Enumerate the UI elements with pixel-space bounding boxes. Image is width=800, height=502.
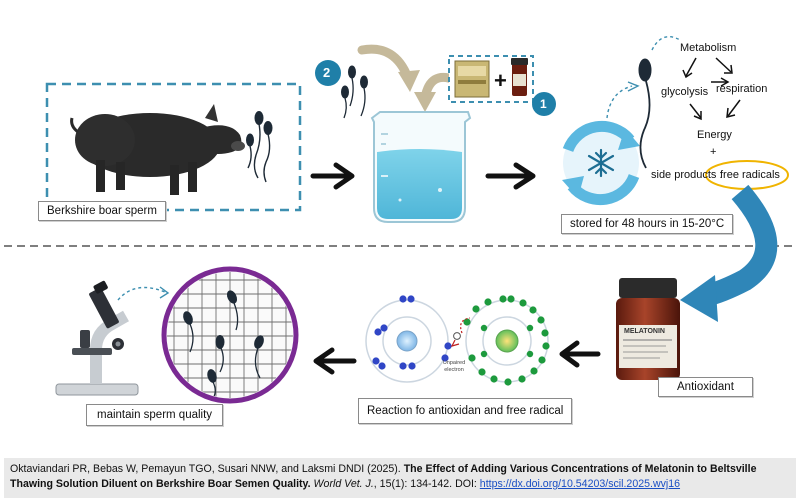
step2-badge-circle (315, 60, 341, 86)
step2-badge-number: 2 (323, 65, 331, 80)
dotted-connector-microscope-head (159, 286, 170, 299)
berkshire-pig-icon (70, 104, 245, 195)
metabolism-energy: Energy (697, 129, 732, 141)
sperm-group-step2 (341, 65, 368, 119)
diagram-svg (4, 36, 796, 404)
antioxidant-vial-icon (616, 278, 680, 380)
big-curved-arrow-head (680, 275, 718, 322)
arrow-reaction-to-microscope (313, 347, 357, 375)
small-vial-sticker (513, 74, 526, 86)
curved-arrow-melatonin-head (414, 92, 436, 112)
microscope-icon (55, 280, 139, 396)
diluent-package-band (458, 66, 486, 76)
curved-arrow-sperm-head (398, 70, 420, 92)
arrow-beaker-to-storage (485, 162, 536, 190)
antioxidant-atom (365, 295, 452, 383)
free-radical-atom (450, 295, 550, 386)
dotted-connector-head (627, 81, 640, 92)
cold-storage-icon (562, 120, 640, 206)
metabolism-glycolysis: glycolysis (661, 86, 709, 98)
metabolism-plus: + (710, 146, 717, 158)
label-antioxidant: Antioxidant (658, 377, 753, 397)
citation-volume: , 15(1): 134-142. DOI: (373, 478, 477, 490)
metabolism-arrows (682, 57, 741, 121)
arrow-pig-to-beaker (310, 162, 355, 190)
small-vial-cap (511, 58, 528, 65)
unpaired-electron-label: Unpaired electron (442, 360, 466, 373)
metabolism-side-products: side products : (651, 169, 723, 181)
diluent-package-stripe (458, 80, 486, 84)
dotted-connector-microscope (117, 286, 166, 301)
sperm-group-pig (246, 111, 273, 183)
label-maintain-sperm-quality: maintain sperm quality (86, 404, 224, 426)
citation-doi-link[interactable]: https://dx.doi.org/10.54203/scil.2025.wv… (479, 478, 681, 490)
citation-title: The Effect of Adding Various Concentrati… (10, 463, 757, 490)
step1-badge-circle (532, 92, 556, 116)
antioxidant-vial-label: MELATONIN (624, 328, 665, 335)
dotted-connector-metabolism (651, 36, 681, 51)
citation-footer: Oktaviandari PR, Bebas W, Pemayun TGO, S… (4, 458, 796, 498)
arrow-antioxidant-to-reaction (559, 340, 601, 368)
label-storage-condition: stored for 48 hours in 15-20°C (561, 214, 734, 234)
metabolism-free-radicals: free radicals (720, 169, 780, 181)
diagram-canvas: 2 1 + MELATONIN Berkshire boar sperm sto… (4, 36, 796, 426)
metabolism-respiration: respiration (716, 83, 768, 95)
label-reaction: Reaction fo antioxidan and free radical (358, 398, 573, 424)
citation-journal: World Vet. J. (313, 478, 374, 490)
label-berkshire-boar-sperm: Berkshire boar sperm (38, 201, 166, 221)
step1-badge-number: 1 (540, 97, 547, 111)
sperm-view-magnifier (161, 266, 299, 404)
beaker-icon (370, 111, 472, 223)
melatonin-plus-sign: + (494, 68, 507, 93)
citation-authors: Oktaviandari PR, Bebas W, Pemayun TGO, S… (10, 463, 401, 475)
big-curved-arrow (702, 184, 778, 307)
metabolism-title: Metabolism (680, 42, 737, 54)
metabolism-sperm-icon (638, 58, 652, 169)
pig-dashed-frame (45, 82, 302, 212)
